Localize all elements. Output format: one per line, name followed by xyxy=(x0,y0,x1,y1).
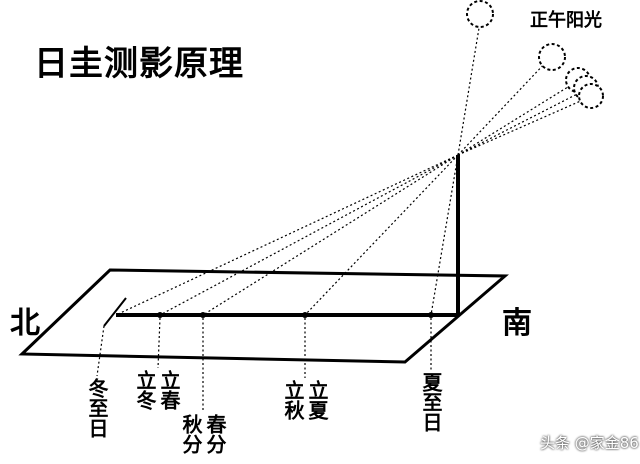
ray-summer-solstice xyxy=(430,154,459,316)
ray-to-sun-2 xyxy=(457,59,549,156)
sun-icon-2 xyxy=(538,43,566,71)
label-spring-equinox: 春分 xyxy=(203,414,227,454)
suns xyxy=(466,0,604,109)
mark-equinox xyxy=(200,312,206,318)
mark-start-winter-spring xyxy=(157,312,163,318)
leader-lines xyxy=(96,317,432,412)
watermark: 头条 @家金86 xyxy=(540,434,639,452)
sun-rays xyxy=(115,21,593,316)
ground-plane xyxy=(18,268,509,364)
diagram-title: 日圭测影原理 xyxy=(34,44,244,84)
ray-winter-solstice xyxy=(115,154,459,316)
sun-label: 正午阳光 xyxy=(530,10,602,31)
south-label: 南 xyxy=(502,306,532,341)
sun-icon-summer xyxy=(466,0,494,28)
ray-equinox xyxy=(202,154,459,316)
sun-icon-5 xyxy=(578,83,604,109)
mark-summer-solstice xyxy=(428,312,434,318)
label-start-winter: 立冬 xyxy=(133,370,157,410)
label-start-spring: 立春 xyxy=(157,370,181,410)
label-autumn-equinox: 秋分 xyxy=(179,414,203,454)
winter-solstice-tick xyxy=(103,297,127,327)
ray-to-sun-4 xyxy=(457,89,586,156)
ray-start-autumn-summer xyxy=(304,154,459,316)
leader-start-winter-spring xyxy=(157,317,161,369)
label-winter-solstice: 冬至日 xyxy=(85,378,109,438)
shadow-marks xyxy=(157,312,434,318)
north-label: 北 xyxy=(10,306,40,341)
mark-start-autumn-summer xyxy=(302,312,308,318)
leader-winter-solstice xyxy=(96,325,105,377)
ray-to-sun-5 xyxy=(457,95,593,156)
label-start-autumn: 立秋 xyxy=(281,380,305,420)
ray-start-winter-spring xyxy=(159,154,459,316)
label-summer-solstice: 夏至日 xyxy=(419,372,443,432)
label-start-summer: 立夏 xyxy=(305,380,329,420)
ray-to-sun-3 xyxy=(457,81,577,156)
